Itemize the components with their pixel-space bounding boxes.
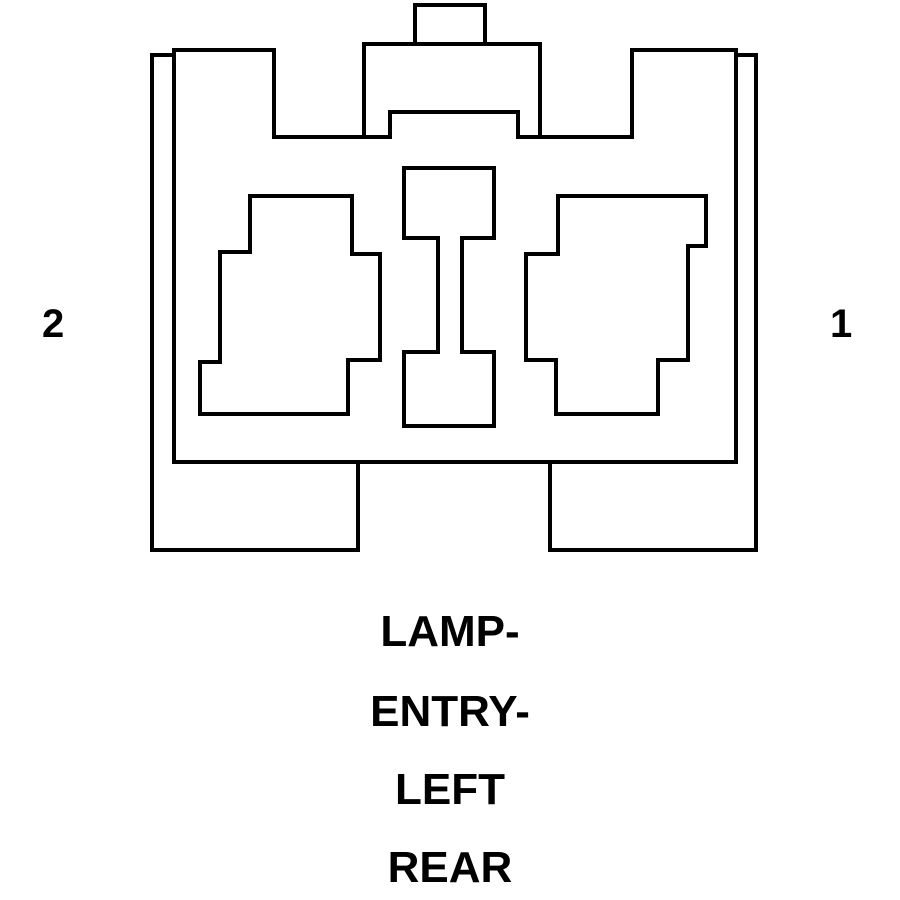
caption-line-1: LAMP- xyxy=(380,607,520,656)
caption-line-4: REAR xyxy=(387,843,513,892)
connector-inner-body xyxy=(172,3,738,464)
pin-label-2: 2 xyxy=(42,302,65,346)
caption-line-2: ENTRY- xyxy=(370,687,530,736)
latch-channel xyxy=(362,110,542,139)
caption-line-3: LEFT xyxy=(395,765,505,814)
terminal-cavity-pin-1 xyxy=(524,194,708,416)
center-key-post xyxy=(402,166,496,428)
connector-outer-shell xyxy=(150,53,758,552)
pin-label-1: 1 xyxy=(830,302,853,346)
terminal-cavity-pin-2 xyxy=(198,194,382,416)
